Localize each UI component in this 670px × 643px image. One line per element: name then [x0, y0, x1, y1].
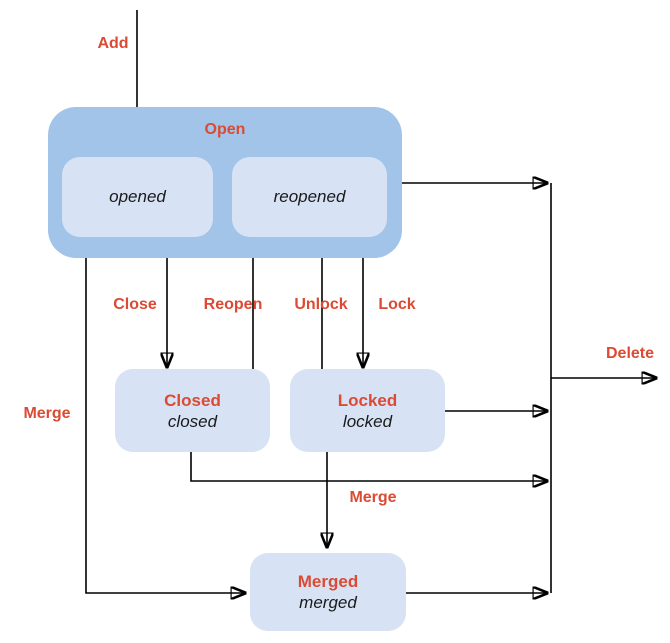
open-group-box: Open opened reopened: [48, 107, 402, 258]
state-merged: Merged merged: [250, 553, 406, 631]
state-closed-subtitle: closed: [167, 411, 218, 431]
transition-label-add: Add: [97, 35, 129, 52]
state-merged-title: Merged: [297, 572, 359, 591]
transition-label-merge-mid: Merge: [349, 489, 397, 506]
state-opened: opened: [62, 157, 213, 237]
state-locked: Locked locked: [290, 369, 445, 452]
transition-label-delete: Delete: [605, 345, 655, 362]
transition-label-unlock: Unlock: [294, 296, 348, 313]
transition-label-lock: Lock: [378, 296, 416, 313]
state-locked-title: Locked: [337, 390, 398, 410]
state-reopened: reopened: [232, 157, 387, 237]
state-reopened-label: reopened: [273, 187, 346, 206]
open-group-title: Open: [204, 121, 246, 138]
state-closed: Closed closed: [115, 369, 270, 452]
transition-label-merge-left: Merge: [23, 405, 71, 422]
transition-label-close: Close: [113, 296, 157, 313]
state-opened-label: opened: [109, 187, 166, 206]
state-merged-subtitle: merged: [299, 593, 357, 612]
arrow-open-merge-to-merged: [85, 258, 244, 593]
arrow-closed-to-delete-rail: [190, 452, 546, 481]
state-closed-title: Closed: [164, 390, 221, 410]
state-locked-subtitle: locked: [342, 411, 393, 431]
transition-label-reopen: Reopen: [203, 296, 263, 313]
